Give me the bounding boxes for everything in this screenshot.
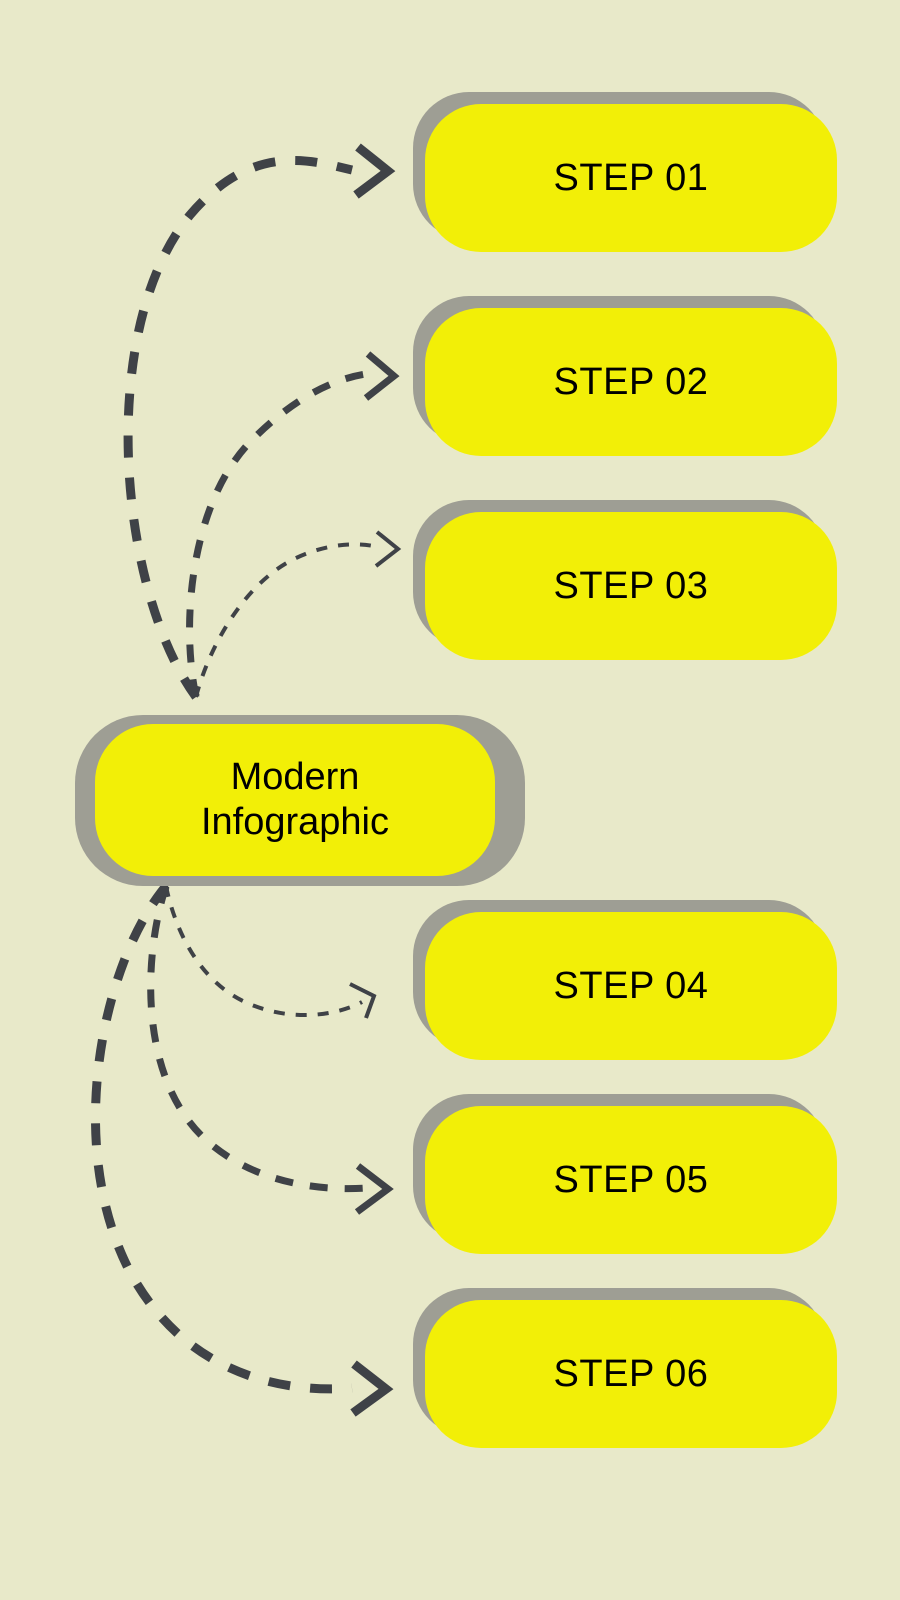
connector-to-step-03-line — [194, 542, 379, 698]
step-card-label: STEP 03 — [553, 565, 709, 607]
central-node-title-line-2: Infographic — [200, 801, 389, 843]
step-card-face: STEP 04 — [425, 912, 837, 1060]
connector-to-step-05-line — [147, 884, 369, 1193]
step-card-face: STEP 03 — [425, 512, 837, 660]
connector-to-step-04-arrowhead-icon — [349, 982, 377, 1019]
connector-to-step-06-arrowhead-icon — [350, 1360, 394, 1417]
step-card-face: STEP 02 — [425, 308, 837, 456]
connector-to-step-06-line — [91, 883, 353, 1394]
connector-to-step-04-line — [164, 885, 363, 1018]
connector-to-step-03-arrowhead-icon — [374, 530, 402, 568]
step-card-02[interactable]: STEP 02 — [413, 296, 837, 456]
step-card-label: STEP 02 — [553, 361, 709, 403]
connector-to-step-02-arrowhead-icon — [363, 351, 400, 401]
connector-to-step-06 — [91, 883, 394, 1417]
step-card-label: STEP 04 — [553, 965, 709, 1007]
step-card-face: STEP 01 — [425, 104, 837, 252]
connector-to-step-04 — [164, 885, 377, 1019]
central-node-title-line-1: Modern — [230, 756, 360, 799]
connector-to-step-05-arrowhead-icon — [354, 1163, 394, 1215]
step-card-label: STEP 01 — [553, 157, 709, 199]
central-node-face: Modern Infographic — [95, 724, 495, 876]
connector-to-step-01-arrowhead-icon — [353, 143, 396, 199]
central-node[interactable]: Modern Infographic — [75, 715, 525, 886]
step-card-label: STEP 05 — [553, 1159, 709, 1201]
connector-to-step-05 — [147, 884, 394, 1215]
step-card-03[interactable]: STEP 03 — [413, 500, 837, 660]
connector-to-step-03 — [194, 530, 402, 698]
connector-to-step-01-line — [123, 155, 354, 700]
connector-to-step-01 — [123, 143, 396, 700]
step-card-face: STEP 06 — [425, 1300, 837, 1448]
step-card-05[interactable]: STEP 05 — [413, 1094, 837, 1254]
step-card-06[interactable]: STEP 06 — [413, 1288, 837, 1448]
step-card-04[interactable]: STEP 04 — [413, 900, 837, 1060]
step-card-01[interactable]: STEP 01 — [413, 92, 837, 252]
connector-to-step-02 — [186, 351, 400, 698]
connector-to-step-02-line — [186, 370, 367, 698]
step-card-label: STEP 06 — [553, 1353, 709, 1395]
step-card-face: STEP 05 — [425, 1106, 837, 1254]
